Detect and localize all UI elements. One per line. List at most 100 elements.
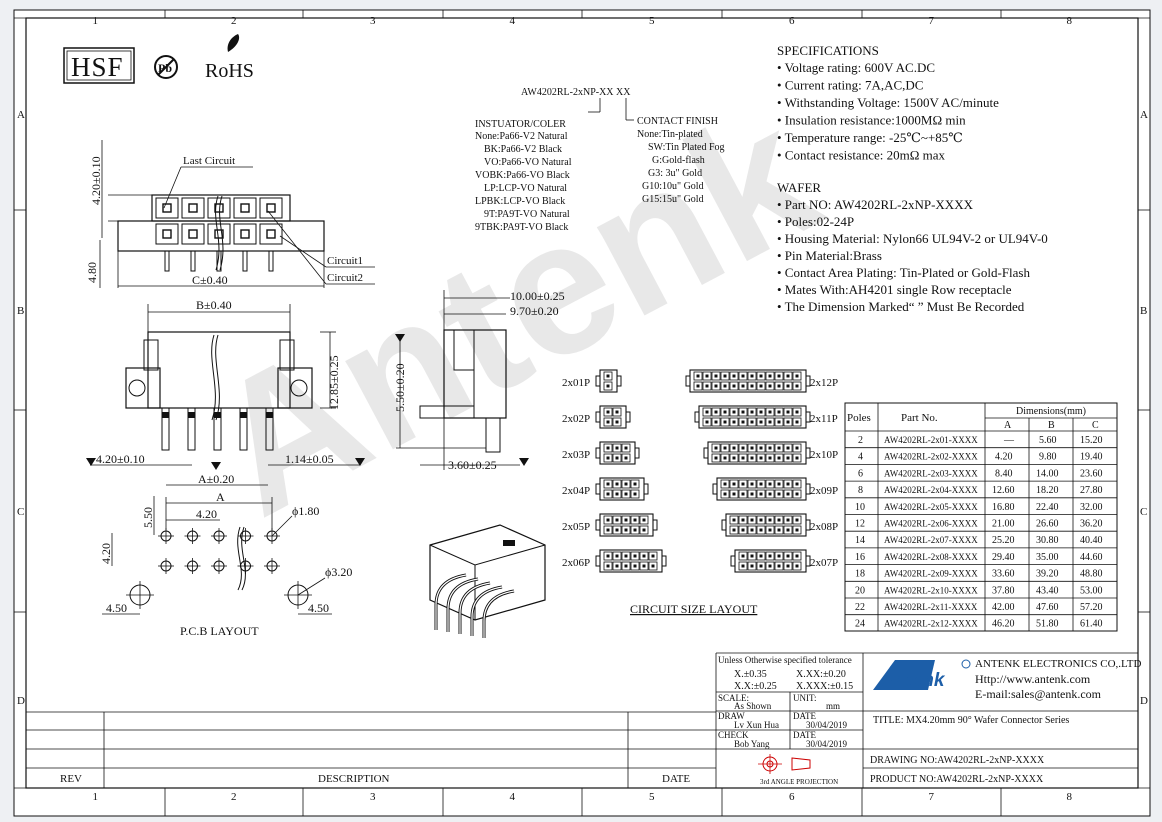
spec-item: • Insulation resistance:1000MΩ min [777, 113, 966, 128]
grid-row-label-left: B [17, 305, 24, 317]
side-dim-970: 9.70±0.20 [510, 304, 559, 318]
front-dim-c: C±0.40 [192, 273, 228, 287]
table-col-a: A [1004, 420, 1012, 431]
grid-col-label-bottom: 6 [789, 791, 795, 803]
pcb-layout-title: P.C.B LAYOUT [180, 624, 259, 638]
grid-col-label-top: 4 [510, 15, 516, 27]
grid-col-label-bottom: 2 [231, 791, 237, 803]
table-cell-a: 42.00 [992, 602, 1015, 613]
circuit-size-layout: 2x01P2x02P2x03P2x04P2x05P2x06P2x12P2x11P… [562, 369, 838, 616]
table-cell-part: AW4202RL-2x12-XXXX [884, 619, 978, 629]
table-cell-part: AW4202RL-2x07-XXXX [884, 535, 978, 545]
insulator-option: None:Pa66-V2 Natural [475, 131, 568, 142]
pcb-dim-450r: 4.50 [308, 601, 329, 615]
insulator-title: INSTUATOR/COLER [475, 119, 566, 130]
spec-item: • Contact resistance: 20mΩ max [777, 148, 946, 163]
pcb-dim-420v: 4.20 [99, 543, 113, 564]
table-cell-a: 21.00 [992, 519, 1015, 530]
drawing-title: TITLE: MX4.20mm 90° Wafer Connector Seri… [873, 715, 1069, 726]
circuit-label-left: 2x03P [562, 449, 590, 461]
scale-label: SCALE: [718, 693, 749, 703]
title-block: REV DESCRIPTION DATE Unless Otherwise sp… [26, 652, 1141, 788]
table-header-poles: Poles [847, 412, 871, 424]
side-dim-1000: 10.00±0.25 [510, 289, 565, 303]
wafer-item: • Housing Material: Nylon66 UL94V-2 or U… [777, 231, 1048, 246]
bottom-dim-1285: 12.85±0.25 [327, 355, 341, 410]
insulator-option: BK:Pa66-V2 Black [484, 144, 562, 155]
bottom-view: B±0.40 12.85±0.25 4.20±0.10 A±0.20 1.14±… [86, 298, 365, 486]
bottom-dim-114: 1.14±0.05 [285, 452, 334, 466]
grid-row-label-right: B [1140, 305, 1147, 317]
table-cell-c: 40.40 [1080, 535, 1103, 546]
wafer-item: • Mates With:AH4201 single Row receptacl… [777, 282, 1012, 297]
hsf-logo-text: HSF [71, 52, 124, 82]
table-cell-c: 19.40 [1080, 452, 1103, 463]
table-cell-b: 5.60 [1039, 435, 1057, 446]
pcb-dim-450l: 4.50 [106, 601, 127, 615]
insulator-option: VOBK:Pa66-VO Black [475, 170, 570, 181]
grid-col-label-top: 7 [929, 15, 935, 27]
pb-free-icon: Pb [154, 55, 178, 79]
table-cell-c: 53.00 [1080, 585, 1103, 596]
table-cell-a: 29.40 [992, 552, 1015, 563]
draw-label: DRAW [718, 711, 745, 721]
insulator-option: LPBK:LCP-VO Black [475, 196, 565, 207]
pcb-layout: A 4.20 5.50 4.20 ϕ1.80 ϕ3.20 4.50 4.50 P… [99, 490, 352, 638]
table-cell-b: 43.40 [1036, 585, 1059, 596]
insulator-option: LP:LCP-VO Natural [484, 183, 567, 194]
table-cell-b: 39.20 [1036, 569, 1059, 580]
draw-date-label: DATE [793, 711, 816, 721]
check-name: Bob Yang [734, 739, 770, 749]
finish-option: SW:Tin Plated Fog [648, 142, 725, 153]
tolerance-x: X.±0.35 [734, 669, 767, 680]
grid-col-label-bottom: 5 [649, 791, 655, 803]
side-dim-360: 3.60±0.25 [448, 458, 497, 472]
description-label: DESCRIPTION [318, 773, 390, 785]
circuit-label-right: 2x12P [810, 377, 838, 389]
table-cell-b: 26.60 [1036, 519, 1059, 530]
check-date-label: DATE [793, 730, 816, 740]
table-cell-poles: 12 [855, 519, 865, 530]
wafer-item: • Pin Material:Brass [777, 248, 882, 263]
table-cell-a: 12.60 [992, 485, 1015, 496]
grid-col-label-top: 2 [231, 15, 237, 27]
table-cell-a: 4.20 [995, 452, 1013, 463]
table-cell-a: 46.20 [992, 619, 1015, 630]
grid-row-label-left: C [17, 506, 24, 518]
company-web: Http://www.antenk.com [975, 672, 1091, 686]
table-cell-a: 33.60 [992, 569, 1015, 580]
table-cell-a: 25.20 [992, 535, 1015, 546]
table-cell-part: AW4202RL-2x03-XXXX [884, 468, 978, 478]
table-col-b: B [1048, 420, 1055, 431]
table-cell-c: 32.00 [1080, 502, 1103, 513]
tolerance-x2: X.X:±0.25 [734, 681, 777, 692]
spec-item: • Temperature range: -25℃~+85℃ [777, 130, 963, 145]
specifications-title: SPECIFICATIONS [777, 43, 879, 58]
wafer-item: • Poles:02-24P [777, 214, 854, 229]
check-label: CHECK [718, 730, 749, 740]
grid-row-label-left: A [17, 109, 25, 121]
table-cell-poles: 10 [855, 502, 865, 513]
table-cell-b: 47.60 [1036, 602, 1059, 613]
finish-option: G3: 3u" Gold [648, 168, 702, 179]
side-view: 10.00±0.25 9.70±0.20 5.50±0.20 3.60±0.25 [393, 289, 565, 472]
table-col-c: C [1092, 420, 1099, 431]
table-cell-c: 48.80 [1080, 569, 1103, 580]
tolerance-heading: Unless Otherwise specified tolerance [718, 655, 852, 665]
hsf-logo: HSF [63, 47, 135, 84]
wafer-title: WAFER [777, 180, 821, 195]
pcb-dim-hole2: ϕ3.20 [325, 565, 352, 579]
company-logo: Antenk [873, 659, 971, 691]
circuit-label-left: 2x05P [562, 521, 590, 533]
rohs-logo-text: RoHS [205, 60, 254, 82]
table-cell-poles: 18 [855, 569, 865, 580]
pcb-dim-hole1: ϕ1.80 [292, 504, 319, 518]
pcb-dim-550: 5.50 [141, 507, 155, 528]
drawing-number: DRAWING NO:AW4202RL-2xNP-XXXX [870, 755, 1045, 766]
table-cell-part: AW4202RL-2x10-XXXX [884, 585, 978, 595]
rev-label: REV [60, 773, 82, 785]
table-cell-b: 14.00 [1036, 468, 1059, 479]
grid-row-label-left: D [17, 695, 25, 707]
circuit-label-right: 2x09P [810, 485, 838, 497]
